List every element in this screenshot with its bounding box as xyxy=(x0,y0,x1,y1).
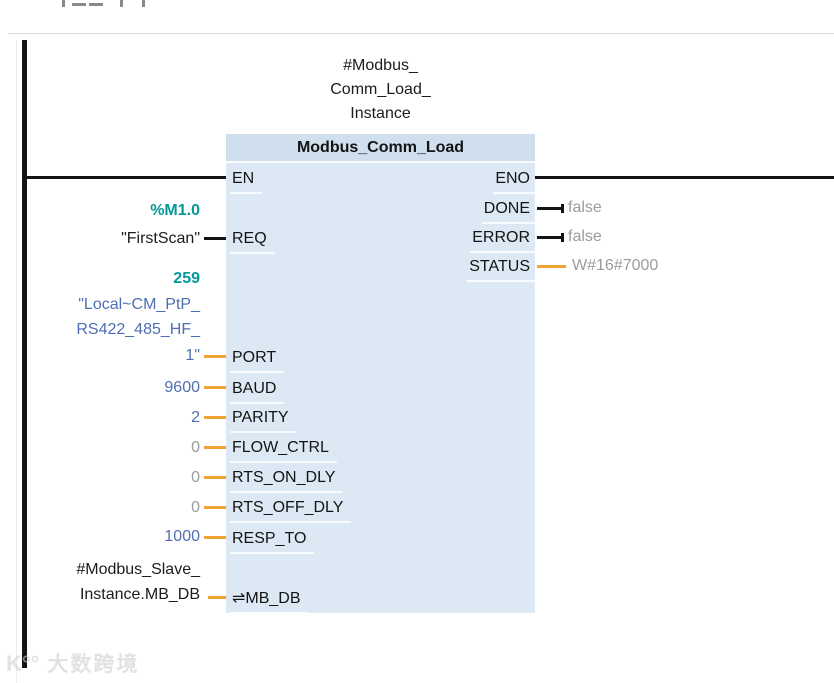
mb-db-operand-line[interactable]: #Modbus_Slave_ xyxy=(76,561,200,578)
toolbar-icon-fragment[interactable] xyxy=(62,0,65,7)
block-header-separator xyxy=(226,161,535,163)
pin-eno[interactable]: ENO xyxy=(493,168,538,194)
error-wire xyxy=(537,236,561,239)
instance-db-name[interactable]: #Modbus_ Comm_Load_ Instance xyxy=(226,54,535,126)
resp-to-operand[interactable]: 1000 xyxy=(164,528,200,545)
pin-req[interactable]: REQ xyxy=(230,228,275,254)
toolbar-icon-fragment[interactable] xyxy=(72,3,86,6)
network-separator xyxy=(8,33,834,34)
instance-db-name-line: Instance xyxy=(350,105,411,122)
toolbar-icon-fragment[interactable] xyxy=(120,0,123,7)
pin-rts-off-dly[interactable]: RTS_OFF_DLY xyxy=(229,497,352,523)
port-operand-name-line[interactable]: RS422_485_HF_ xyxy=(76,321,200,338)
mb-db-wire xyxy=(208,596,226,599)
parity-operand[interactable]: 2 xyxy=(191,409,200,426)
power-rail xyxy=(22,40,27,668)
mb-db-operand-line[interactable]: Instance.MB_DB xyxy=(79,586,200,603)
done-monitor-value: false xyxy=(568,199,602,216)
flow-ctrl-wire xyxy=(204,446,226,449)
req-operand-address[interactable]: %M1.0 xyxy=(150,202,200,219)
rts-off-dly-wire xyxy=(204,506,226,509)
inout-parameter-icon: ⇌ xyxy=(232,590,246,607)
parity-wire xyxy=(204,416,226,419)
status-wire xyxy=(537,265,566,268)
done-wire-end xyxy=(561,204,564,213)
eno-wire xyxy=(535,176,834,179)
port-wire xyxy=(204,355,226,358)
canvas-left-border xyxy=(16,40,17,683)
resp-to-wire xyxy=(204,536,226,539)
port-operand-name-line[interactable]: 1" xyxy=(185,347,200,364)
pin-baud[interactable]: BAUD xyxy=(229,378,285,404)
pin-port[interactable]: PORT xyxy=(229,347,285,373)
pin-rts-on-dly[interactable]: RTS_ON_DLY xyxy=(229,467,344,493)
flow-ctrl-operand[interactable]: 0 xyxy=(191,439,200,456)
instance-db-name-line: Comm_Load_ xyxy=(330,81,431,98)
baud-operand[interactable]: 9600 xyxy=(164,379,200,396)
toolbar-icon-fragment[interactable] xyxy=(142,0,145,7)
pin-status[interactable]: STATUS xyxy=(467,256,538,282)
pin-flow-ctrl[interactable]: FLOW_CTRL xyxy=(230,437,337,463)
pin-resp-to[interactable]: RESP_TO xyxy=(229,528,315,554)
rts-on-dly-operand[interactable]: 0 xyxy=(191,469,200,486)
instance-db-name-line: #Modbus_ xyxy=(343,57,418,74)
rts-on-dly-wire xyxy=(204,476,226,479)
modbus-comm-load-block[interactable]: Modbus_Comm_Load xyxy=(226,134,535,613)
baud-wire xyxy=(204,386,226,389)
pin-done[interactable]: DONE xyxy=(481,198,539,224)
port-operand-address[interactable]: 259 xyxy=(173,270,200,287)
en-wire xyxy=(27,176,226,179)
pin-mb-db[interactable]: ⇌MB_DB xyxy=(230,588,309,614)
watermark: K°° 大数跨境 xyxy=(6,648,139,678)
toolbar-icon-fragment[interactable] xyxy=(89,3,103,6)
pin-en[interactable]: EN xyxy=(229,168,263,194)
req-wire xyxy=(204,237,226,240)
watermark-text: 大数跨境 xyxy=(47,653,140,676)
block-title[interactable]: Modbus_Comm_Load xyxy=(226,134,535,161)
watermark-logo: K°° xyxy=(6,651,40,676)
rts-off-dly-operand[interactable]: 0 xyxy=(191,499,200,516)
error-monitor-value: false xyxy=(568,228,602,245)
port-operand-name-line[interactable]: "Local~CM_PtP_ xyxy=(78,296,200,313)
req-operand-name[interactable]: "FirstScan" xyxy=(121,230,200,247)
done-wire xyxy=(537,207,561,210)
status-monitor-value: W#16#7000 xyxy=(572,257,659,274)
pin-error[interactable]: ERROR xyxy=(470,227,538,253)
error-wire-end xyxy=(561,233,564,242)
pin-parity[interactable]: PARITY xyxy=(230,407,297,433)
